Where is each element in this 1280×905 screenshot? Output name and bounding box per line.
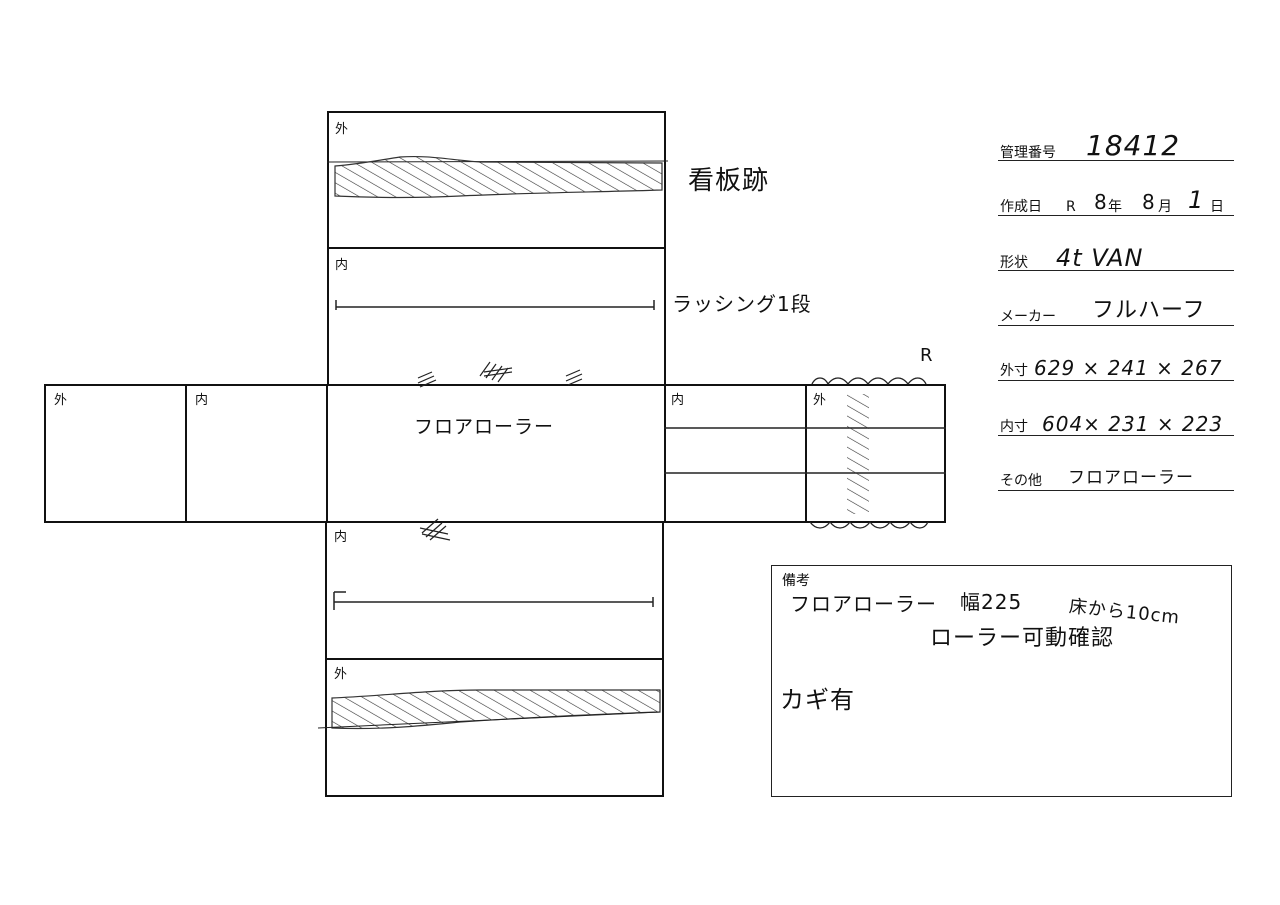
- bottom-outer-label: 外: [334, 667, 348, 682]
- left-outer-face: 外: [44, 384, 187, 523]
- management-number-value: 18412: [1086, 129, 1181, 162]
- shape-rule: [998, 270, 1234, 271]
- left-inner-label: 内: [195, 393, 209, 408]
- maker-rule: [998, 325, 1234, 326]
- left-outer-label: 外: [54, 393, 68, 408]
- inner-dimensions-value: 604× 231 × 223: [1042, 412, 1224, 436]
- top-inner-face: 内: [327, 247, 666, 386]
- remarks-line2: ローラー可動確認: [930, 626, 1115, 651]
- outer-dimensions-value: 629 × 241 × 267: [1034, 356, 1223, 380]
- outer-dimensions-rule: [998, 380, 1234, 381]
- other-label: その他: [1000, 473, 1042, 489]
- created-date-month: 8: [1142, 190, 1156, 214]
- floor-face: フロアローラー: [326, 384, 666, 523]
- remarks-line3: カギ有: [780, 686, 855, 714]
- remarks-height: 床から10cm: [1068, 596, 1181, 629]
- maker-label: メーカー: [1000, 309, 1056, 325]
- created-date-day: 1: [1188, 186, 1205, 214]
- lashing-note: ラッシング1段: [672, 292, 812, 316]
- remarks-label: 備考: [782, 573, 810, 589]
- right-outer-face: 外: [805, 384, 946, 523]
- signboard-trace-note: 看板跡: [688, 166, 770, 196]
- inner-dimensions-label: 内寸: [1000, 419, 1028, 435]
- shape-label: 形状: [1000, 255, 1028, 271]
- created-date-year: 8: [1094, 190, 1108, 214]
- right-inner-label: 内: [671, 393, 685, 408]
- bottom-outer-face: 外: [325, 658, 664, 797]
- bottom-inner-label: 内: [334, 530, 348, 545]
- top-outer-face: 外: [327, 111, 666, 249]
- info-panel: 管理番号 18412 作成日 R 8 年 8 月 1 日 形状 4t VAN メ…: [998, 120, 1234, 500]
- outer-dimensions-label: 外寸: [1000, 363, 1028, 379]
- shape-value: 4t VAN: [1056, 244, 1144, 272]
- created-date-day-unit: 日: [1210, 199, 1224, 215]
- management-number-rule: [998, 160, 1234, 161]
- created-date-era: R: [1066, 199, 1076, 215]
- inner-dimensions-rule: [998, 435, 1234, 436]
- left-inner-face: 内: [185, 384, 328, 523]
- maker-value: フルハーフ: [1092, 298, 1206, 323]
- corner-mark: R: [920, 345, 934, 366]
- management-number-label: 管理番号: [1000, 145, 1056, 161]
- other-value: フロアローラー: [1068, 468, 1194, 488]
- top-inner-label: 内: [335, 258, 349, 273]
- remarks-width: 幅225: [960, 590, 1023, 614]
- top-outer-label: 外: [335, 122, 349, 137]
- right-outer-label: 外: [813, 393, 827, 408]
- created-date-year-unit: 年: [1108, 199, 1122, 215]
- remarks-line1: フロアローラー: [790, 592, 937, 616]
- created-date-month-unit: 月: [1158, 199, 1172, 215]
- floor-label: フロアローラー: [414, 416, 555, 438]
- other-rule: [998, 490, 1234, 491]
- right-inner-face: 内: [664, 384, 807, 523]
- created-date-label: 作成日: [1000, 199, 1042, 215]
- created-date-rule: [998, 215, 1234, 216]
- bottom-inner-face: 内: [325, 521, 664, 660]
- remarks-box: 備考 フロアローラー 幅225 床から10cm ローラー可動確認 カギ有: [771, 565, 1232, 797]
